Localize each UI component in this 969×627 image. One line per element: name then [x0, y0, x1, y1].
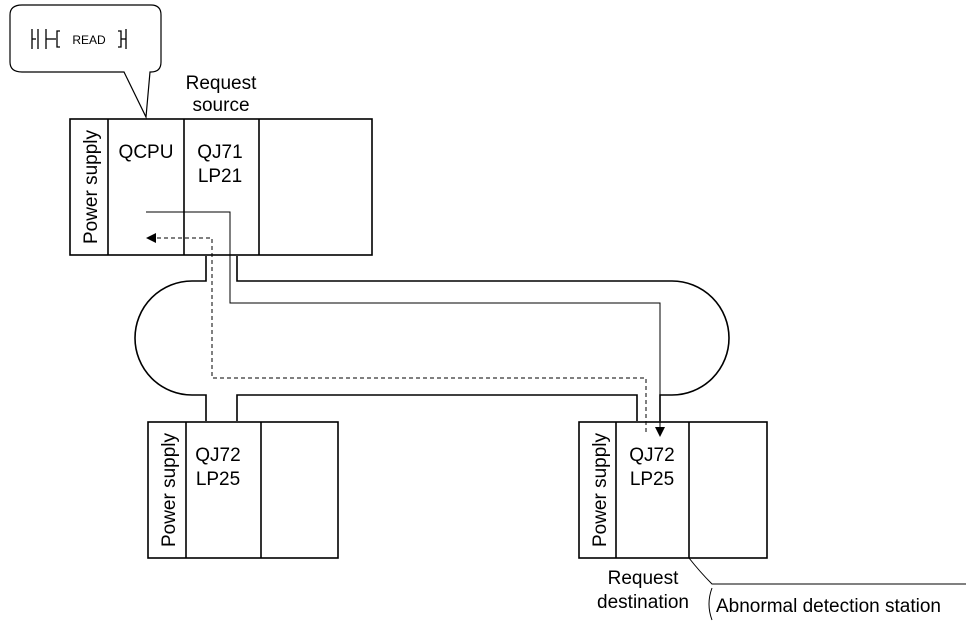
bottom-left-module-line2: LP25	[196, 469, 240, 490]
network-loop	[134, 256, 730, 421]
abnormal-detection-station-label: Abnormal detection station	[716, 596, 941, 617]
bottom-left-module-line1: QJ72	[195, 445, 240, 466]
request-source-line2: source	[192, 95, 249, 116]
bottom-right-module-line1: QJ72	[629, 445, 674, 466]
response-path	[146, 233, 647, 432]
response-arrowhead	[146, 233, 156, 243]
abnormal-callout-leader	[688, 557, 966, 585]
request-arrowhead	[655, 427, 665, 437]
loop-inner-cable	[236, 394, 638, 421]
ladder-instruction-label: READ	[72, 33, 106, 47]
request-destination-line2: destination	[597, 592, 689, 613]
top-module-line1: QJ71	[197, 142, 242, 163]
abnormal-callout	[688, 557, 966, 621]
ladder-contacts	[31, 29, 127, 49]
ladder-callout: READ	[9, 4, 162, 120]
request-destination-line1: Request	[608, 568, 679, 589]
bottom-right-module-line2: LP25	[630, 469, 674, 490]
bottom-right-station	[578, 421, 768, 559]
abnormal-callout-bracket	[708, 587, 713, 621]
bottom-left-power-supply-label: Power supply	[159, 432, 180, 547]
top-cpu-label: QCPU	[119, 142, 174, 163]
bottom-left-station	[147, 421, 339, 559]
request-source-line1: Request	[186, 73, 257, 94]
request-path-line	[146, 211, 661, 432]
bottom-right-power-supply-label: Power supply	[590, 432, 611, 547]
top-station	[69, 118, 373, 256]
callout-bubble	[9, 4, 162, 120]
response-path-line	[156, 237, 647, 432]
loop-outer-cable	[134, 256, 730, 421]
top-module-line2: LP21	[198, 166, 242, 187]
top-power-supply-label: Power supply	[81, 129, 102, 244]
request-path	[146, 211, 665, 437]
